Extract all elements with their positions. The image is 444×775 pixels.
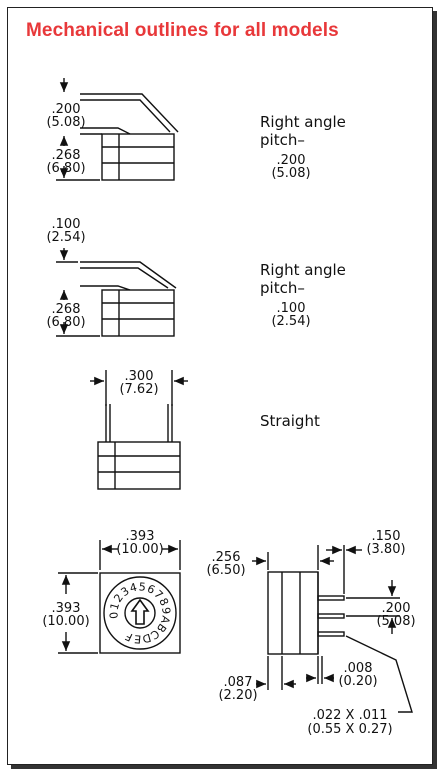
side-d5-mm: (0.20) bbox=[338, 674, 377, 689]
dim-b-in-2: .268 bbox=[52, 302, 81, 317]
side-d3-in: .200 bbox=[382, 601, 411, 616]
side-view-drawing bbox=[252, 545, 413, 713]
side-d3-mm: (5.08) bbox=[376, 614, 415, 629]
section-label-line: Right angle bbox=[260, 113, 346, 131]
dial-digit: 9 bbox=[159, 607, 173, 615]
front-w-in: .393 bbox=[126, 529, 155, 544]
dial-digit: F bbox=[123, 629, 134, 643]
dial-digit: E bbox=[134, 632, 142, 646]
front-view-drawing bbox=[58, 540, 181, 654]
dial-digit: 1 bbox=[108, 601, 122, 611]
section-label-line: pitch– bbox=[260, 131, 305, 149]
side-d1-mm: (6.50) bbox=[206, 563, 245, 578]
dial-digit: 0 bbox=[107, 611, 121, 619]
side-d4-in: .087 bbox=[224, 675, 253, 690]
side-d6-mm: (0.55 X 0.27) bbox=[307, 722, 392, 737]
dial-digit: A bbox=[158, 614, 173, 625]
dial-digit: 8 bbox=[156, 596, 171, 608]
dim-a-mm-1: (5.08) bbox=[46, 115, 85, 130]
section-label-line: Right angle bbox=[260, 261, 346, 279]
side-d1-in: .256 bbox=[212, 550, 241, 565]
dim-w-mm: (7.62) bbox=[119, 382, 158, 397]
right-angle-200-drawing bbox=[56, 78, 179, 181]
section-label-line: Straight bbox=[260, 412, 320, 430]
section-label-line: (5.08) bbox=[271, 166, 310, 181]
side-d4-mm: (2.20) bbox=[218, 688, 257, 703]
page-title: Mechanical outlines for all models bbox=[26, 20, 339, 41]
dim-w-in: .300 bbox=[125, 369, 154, 384]
right-angle-100-drawing bbox=[56, 248, 177, 337]
side-d5-in: .008 bbox=[344, 661, 373, 676]
dim-b-mm-2: (6.80) bbox=[46, 315, 85, 330]
dim-b-in-1: .268 bbox=[52, 148, 81, 163]
dim-a-in-2: .100 bbox=[52, 217, 81, 232]
side-d2-mm: (3.80) bbox=[366, 542, 405, 557]
section-label-line: (2.54) bbox=[271, 314, 310, 329]
section-label-line: .200 bbox=[277, 153, 306, 168]
dial-digit: 4 bbox=[128, 581, 138, 595]
side-d6-in: .022 X .011 bbox=[312, 708, 387, 723]
front-h-in: .393 bbox=[52, 601, 81, 616]
drawing-frame bbox=[7, 7, 433, 765]
section-label-line: pitch– bbox=[260, 279, 305, 297]
dim-b-mm-1: (6.80) bbox=[46, 161, 85, 176]
section-label-line: .100 bbox=[277, 301, 306, 316]
front-w-mm: (10.00) bbox=[116, 542, 163, 557]
dim-a-in-1: .200 bbox=[52, 102, 81, 117]
front-h-mm: (10.00) bbox=[42, 614, 89, 629]
dial-digit: D bbox=[141, 631, 153, 646]
dial-digit: 6 bbox=[145, 582, 157, 597]
side-d2-in: .150 bbox=[372, 529, 401, 544]
straight-drawing bbox=[90, 370, 188, 490]
dim-a-mm-2: (2.54) bbox=[46, 230, 85, 245]
dial-digit: 5 bbox=[138, 580, 146, 594]
